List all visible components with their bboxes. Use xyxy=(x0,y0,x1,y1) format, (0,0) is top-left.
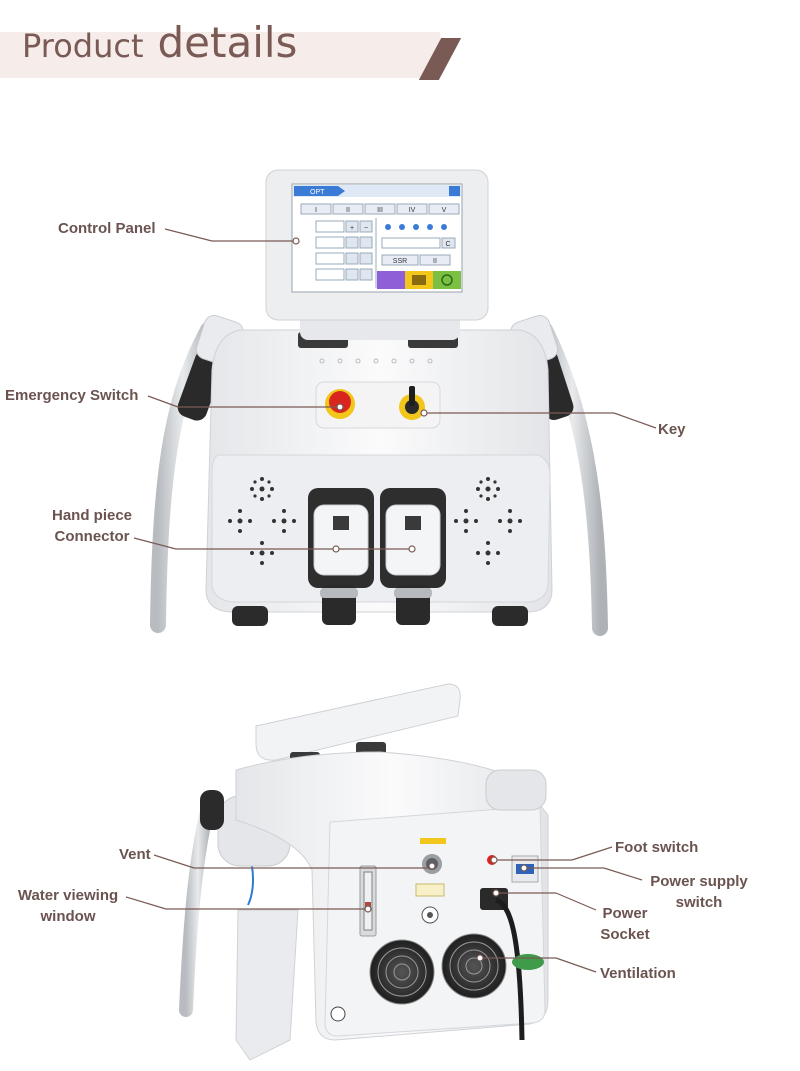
screen-plus-button[interactable]: + xyxy=(350,225,354,232)
screen-tab-3[interactable]: III xyxy=(377,207,383,214)
label-foot-switch: Foot switch xyxy=(615,839,699,856)
leader-hand-piece xyxy=(133,537,177,550)
label-power-switch-line2: switch xyxy=(675,894,723,911)
screen-mode-label: OPT xyxy=(310,189,325,196)
label-power-socket-line2: Socket xyxy=(600,926,650,943)
screen-ssr-button[interactable]: SSR xyxy=(393,258,407,265)
label-water-line1: Water viewing xyxy=(17,887,119,904)
label-water-viewing-window: Water viewing window xyxy=(10,885,126,927)
label-emergency-switch: Emergency Switch xyxy=(5,387,139,404)
label-power-socket-line1: Power xyxy=(602,905,648,922)
screen-pause-button[interactable]: II xyxy=(433,258,437,265)
label-power-socket: Power Socket xyxy=(592,903,658,945)
label-ventilation: Ventilation xyxy=(600,965,676,982)
back-machine xyxy=(179,683,549,1061)
leader-water-window xyxy=(125,896,167,910)
screen-minus-button[interactable]: − xyxy=(364,225,368,232)
label-vent: Vent xyxy=(119,846,151,863)
screen-tab-5[interactable]: V xyxy=(442,207,447,214)
label-hand-piece-line1: Hand piece xyxy=(51,507,133,524)
screen-tab-4[interactable]: IV xyxy=(409,207,416,214)
leader-emergency-switch xyxy=(147,395,179,408)
screen-clear-button[interactable]: C xyxy=(445,241,450,248)
header-band xyxy=(0,32,440,78)
header-banner: Product details xyxy=(0,0,800,90)
label-water-line2: window xyxy=(40,908,96,925)
label-hand-piece-line2: Connector xyxy=(54,528,130,545)
title-part2: details xyxy=(157,18,298,67)
front-machine xyxy=(150,169,608,636)
title-part1: Product xyxy=(22,27,144,65)
screen-tab-1[interactable]: I xyxy=(315,207,317,214)
screen-tab-2[interactable]: II xyxy=(346,207,350,214)
label-hand-piece-connector: Hand piece Connector xyxy=(46,505,138,547)
label-power-supply-switch: Power supply switch xyxy=(644,871,754,913)
label-power-switch-line1: Power supply xyxy=(650,873,748,890)
leader-vent xyxy=(153,854,195,869)
page-title: Product details xyxy=(22,18,297,67)
label-key: Key xyxy=(658,421,686,438)
leader-lines xyxy=(125,228,657,973)
leader-control-panel xyxy=(164,228,213,242)
label-control-panel: Control Panel xyxy=(58,220,156,237)
